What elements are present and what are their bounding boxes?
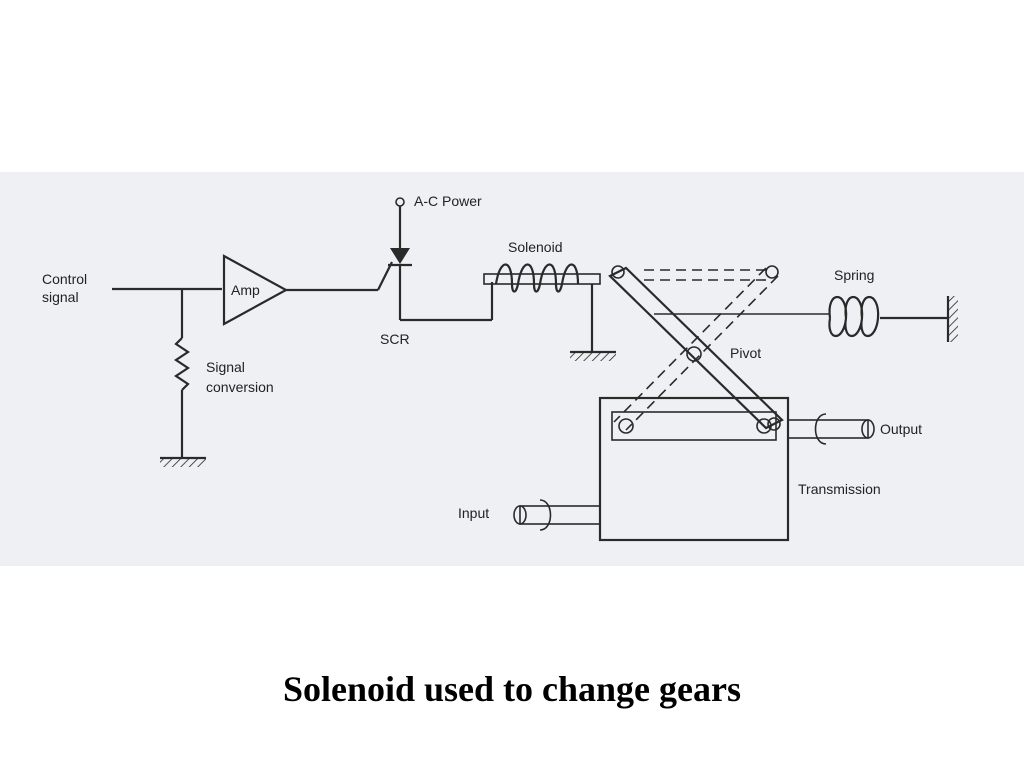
- scr-diode-triangle: [390, 248, 410, 264]
- solenoid-coil: [494, 263, 580, 293]
- output-label: Output: [880, 421, 922, 437]
- dashed-lever-top-joint: [765, 265, 779, 279]
- pivot-label: Pivot: [730, 345, 761, 361]
- dashed-lever-right: [613, 267, 767, 423]
- diagram-panel: Control signal Signal conversion Amp A-C…: [0, 172, 1024, 566]
- amplifier-symbol: [222, 254, 289, 326]
- lever-top-joint: [611, 265, 625, 279]
- input-shaft-end: [513, 505, 527, 525]
- output-rotation-arrow: [814, 413, 827, 445]
- output-shaft: [787, 419, 869, 439]
- slide-caption: Solenoid used to change gears: [282, 669, 742, 709]
- shift-rail-right-joint: [756, 418, 772, 434]
- transmission-label: Transmission: [798, 481, 881, 497]
- lever-arm-solid: [608, 266, 784, 430]
- scr-label: SCR: [380, 331, 410, 347]
- shift-rail-left-joint: [618, 418, 634, 434]
- ac-power-label: A-C Power: [414, 193, 482, 209]
- spring-label: Spring: [834, 267, 874, 283]
- solenoid-gear-diagram: Control signal Signal conversion Amp A-C…: [42, 193, 958, 542]
- ac-power-terminal: [395, 197, 405, 207]
- input-label: Input: [458, 505, 489, 521]
- ground-hatch-solenoid: [570, 353, 616, 361]
- transmission-box: [598, 396, 790, 542]
- lever-bottom-joint: [767, 417, 781, 431]
- spring-wall-hatch: [949, 296, 958, 342]
- scr-gate-wire: [377, 261, 393, 291]
- resistor-symbol: [174, 337, 190, 391]
- control-signal-label-line2: signal: [42, 289, 79, 305]
- input-shaft: [519, 505, 601, 525]
- signal-conversion-label-line1: Signal: [206, 359, 245, 375]
- signal-conversion-label-line2: conversion: [206, 379, 274, 395]
- amp-label: Amp: [231, 282, 260, 298]
- dashed-lever-left: [625, 275, 779, 431]
- ground-hatch-left: [160, 459, 206, 467]
- solenoid-label: Solenoid: [508, 239, 563, 255]
- input-rotation-arrow: [539, 499, 552, 531]
- control-signal-label-line1: Control: [42, 271, 87, 287]
- spring-coil: [828, 296, 880, 337]
- output-shaft-end: [861, 419, 875, 439]
- shift-rail: [611, 411, 777, 441]
- pivot-point: [686, 346, 702, 362]
